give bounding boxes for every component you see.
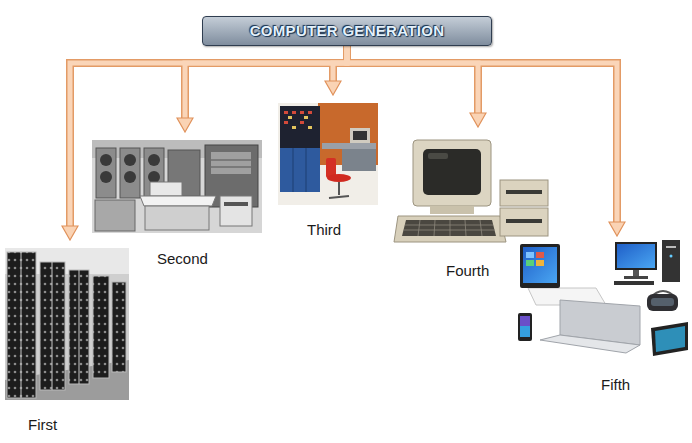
generation-node: Third — [276, 95, 380, 237]
connector-outline — [185, 46, 347, 118]
connector-outlines — [70, 46, 617, 226]
generation-node: First — [4, 240, 130, 436]
generation-node: Second — [90, 132, 264, 268]
connector-line — [185, 46, 347, 118]
connector-arrow — [347, 46, 617, 222]
title-text: COMPUTER GENERATION — [250, 17, 445, 45]
first-gen-picture — [5, 248, 129, 400]
fifth-gen-picture — [518, 240, 688, 356]
title-box: COMPUTER GENERATION — [202, 16, 492, 46]
connector-arrow — [185, 46, 347, 118]
third-gen-picture — [278, 103, 378, 205]
connector-arrow — [347, 46, 478, 113]
connector-arrow — [70, 46, 347, 226]
generation-label: Third — [307, 221, 341, 238]
connector-outline — [347, 46, 478, 113]
generation-label: Second — [157, 250, 208, 267]
connector-line — [347, 46, 617, 222]
fourth-gen-picture — [394, 140, 548, 242]
connector-outline — [70, 46, 347, 226]
connector-outline — [347, 46, 617, 222]
second-gen-picture — [92, 140, 262, 233]
connector-line — [347, 46, 478, 113]
connector-line — [70, 46, 347, 226]
generation-label: First — [28, 416, 57, 433]
generation-node: Fifth — [508, 236, 690, 398]
generation-node: Fourth — [392, 127, 552, 279]
generation-label: Fifth — [601, 376, 630, 393]
generation-label: Fourth — [446, 262, 489, 279]
